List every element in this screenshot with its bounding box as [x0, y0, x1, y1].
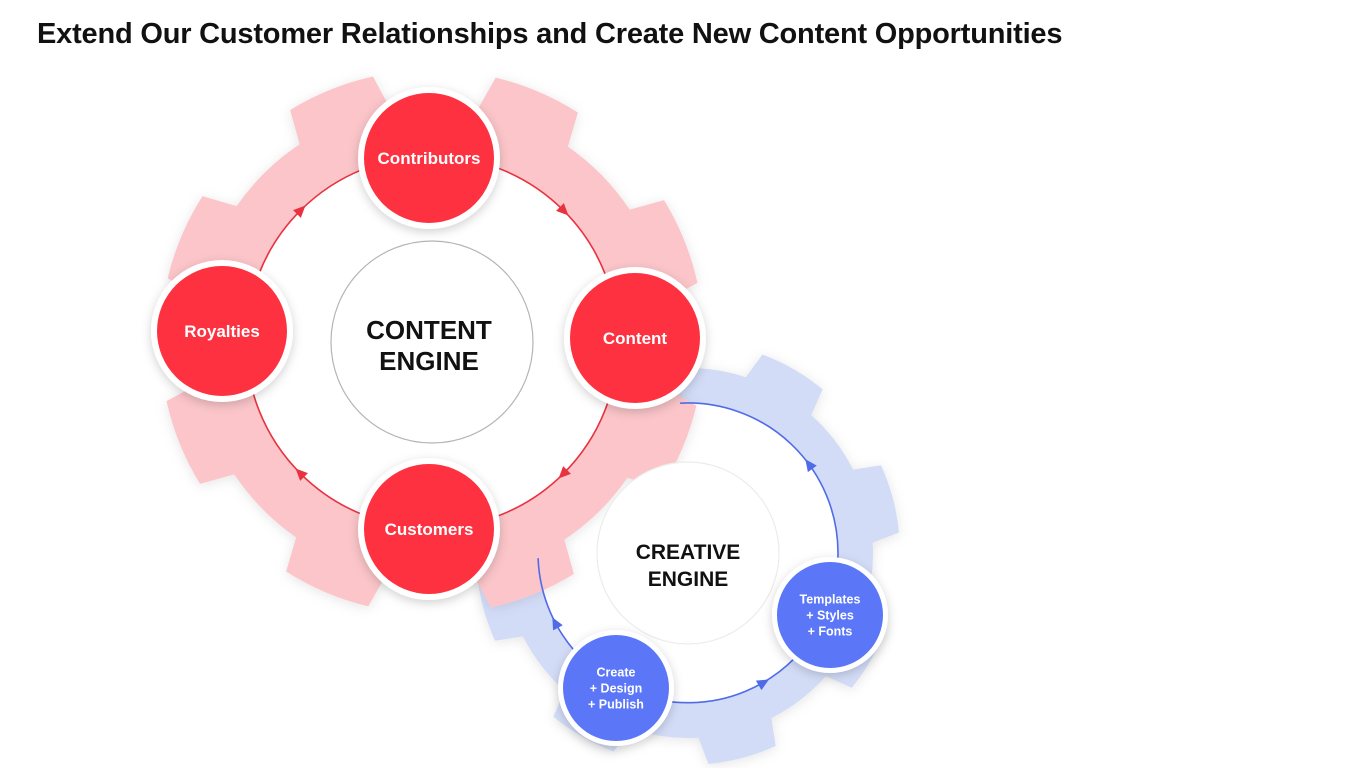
label-line: Content: [603, 329, 668, 348]
node-label: Customers: [385, 520, 474, 539]
flow-arrow-icon: [805, 459, 817, 473]
node-circle: [157, 266, 287, 396]
creative-engine-hub: [596, 461, 780, 645]
flow-arrow-icon: [293, 205, 306, 218]
creative-engine-flow-ring: [680, 402, 839, 554]
label-line: + Design: [590, 682, 642, 696]
label-line: + Fonts: [808, 625, 853, 639]
flow-arrow-icon: [295, 468, 308, 481]
node-label: Contributors: [378, 149, 481, 168]
label-line: Contributors: [378, 149, 481, 168]
content-node-customers: Customers: [358, 458, 500, 600]
label-line: Royalties: [184, 322, 260, 341]
label-line: Create: [597, 666, 636, 680]
flow-arrow-icon: [755, 679, 770, 691]
label-line: Customers: [385, 520, 474, 539]
content-node-content: Content: [564, 267, 706, 409]
flow-arrow-icon: [556, 203, 569, 216]
creative-node-create: Create + Design + Publish: [558, 630, 674, 746]
node-circle: [570, 273, 700, 403]
label-line: ENGINE: [379, 346, 479, 376]
node-circle: [777, 562, 883, 668]
creative-engine-front-group: CREATIVE ENGINE Templates + Styles + FontsCr…: [537, 402, 888, 746]
node-circle: [364, 464, 494, 594]
page-title: Extend Our Customer Relationships and Cr…: [37, 18, 1063, 50]
creative-engine-label: CREATIVE ENGINE: [636, 541, 741, 591]
content-engine-hub: [330, 240, 534, 444]
label-line: Templates: [800, 593, 861, 607]
label-line: CREATIVE: [636, 541, 741, 564]
node-label: Content: [603, 329, 668, 348]
node-label: Create + Design + Publish: [588, 666, 644, 712]
flow-arrow-icon: [552, 617, 563, 631]
label-line: CONTENT: [366, 315, 492, 345]
label-line: ENGINE: [648, 568, 729, 591]
node-label: Templates + Styles + Fonts: [800, 593, 861, 639]
label-line: + Styles: [806, 609, 854, 623]
node-circle: [364, 93, 494, 223]
content-node-royalties: Royalties: [151, 260, 293, 402]
creative-node-templates: Templates + Styles + Fonts: [772, 557, 888, 673]
node-label: Royalties: [184, 322, 260, 341]
content-node-contributors: Contributors: [358, 87, 500, 229]
flow-arrow-icon: [558, 466, 571, 479]
node-circle: [563, 635, 669, 741]
label-line: + Publish: [588, 698, 644, 712]
